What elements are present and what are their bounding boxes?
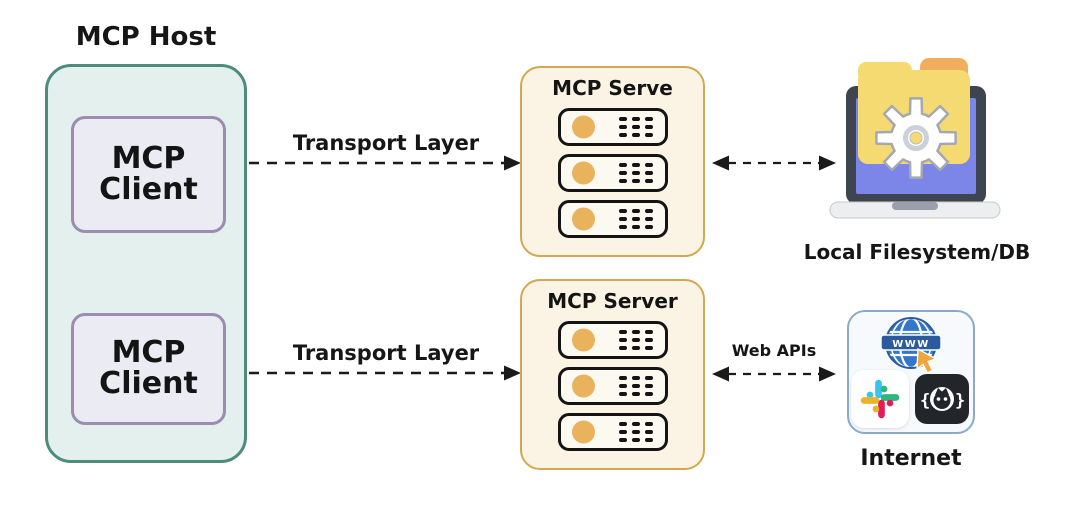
folder-gear-laptop-icon bbox=[829, 58, 1001, 219]
rack-led-icon bbox=[572, 115, 595, 139]
svg-text:}: } bbox=[955, 391, 965, 411]
mcp-client-box-2: MCP Client bbox=[71, 313, 226, 425]
rack-vents-icon bbox=[619, 422, 627, 426]
rack-vents-icon bbox=[619, 209, 627, 213]
svg-text:{: { bbox=[920, 391, 930, 411]
octocat-head bbox=[933, 392, 951, 409]
rack-vents-icon bbox=[619, 330, 627, 334]
mcp-client-box-1: MCP Client bbox=[71, 116, 226, 233]
mcp-client-label: MCP Client bbox=[99, 335, 198, 401]
dashed-arrow-right-icon bbox=[249, 155, 521, 171]
rack-vents-icon bbox=[619, 117, 627, 121]
server-title: MCP Server bbox=[547, 289, 678, 313]
mcp-host-box: MCP Client MCP Client bbox=[45, 64, 247, 463]
www-text: WWW bbox=[892, 339, 930, 350]
web-apis-label: Web APIs bbox=[731, 341, 817, 360]
transport-layer-label-bottom: Transport Layer bbox=[292, 341, 480, 365]
dashed-double-arrow-icon bbox=[712, 366, 836, 382]
github-icon: { } bbox=[915, 374, 969, 424]
globe-www-icon: WWW bbox=[880, 316, 942, 374]
cursor-icon bbox=[916, 347, 938, 374]
host-title: MCP Host bbox=[75, 22, 217, 52]
slack-tile bbox=[851, 370, 909, 428]
server-rack-icon bbox=[558, 413, 668, 451]
rack-vents-icon bbox=[619, 163, 627, 167]
rack-led-icon bbox=[572, 420, 595, 444]
gear-icon bbox=[875, 97, 957, 179]
internet-label: Internet bbox=[860, 446, 962, 471]
www-banner bbox=[880, 334, 942, 351]
dashed-double-arrow-icon bbox=[712, 155, 836, 171]
server-rack-icon bbox=[558, 321, 668, 359]
server-rack-icon bbox=[558, 200, 668, 238]
server-rack-icon bbox=[558, 108, 668, 146]
mcp-client-label: MCP Client bbox=[99, 140, 198, 207]
rack-led-icon bbox=[572, 328, 595, 352]
mcp-server-box-bottom: MCP Server bbox=[520, 279, 705, 470]
internet-box: WWW { } bbox=[847, 310, 975, 434]
transport-layer-label-top: Transport Layer bbox=[292, 131, 480, 155]
server-rack-icon bbox=[558, 154, 668, 192]
rack-led-icon bbox=[572, 207, 595, 231]
dashed-arrow-right-icon bbox=[249, 365, 521, 381]
server-rack-icon bbox=[558, 367, 668, 405]
mcp-server-box-top: MCP Serve bbox=[520, 66, 705, 257]
filesystem-label: Local Filesystem/DB bbox=[803, 240, 1031, 264]
rack-vents-icon bbox=[619, 376, 627, 380]
laptop-notch bbox=[892, 202, 938, 210]
server-title: MCP Serve bbox=[552, 76, 673, 100]
rack-led-icon bbox=[572, 374, 595, 398]
slack-icon bbox=[860, 379, 900, 419]
rack-led-icon bbox=[572, 161, 595, 185]
